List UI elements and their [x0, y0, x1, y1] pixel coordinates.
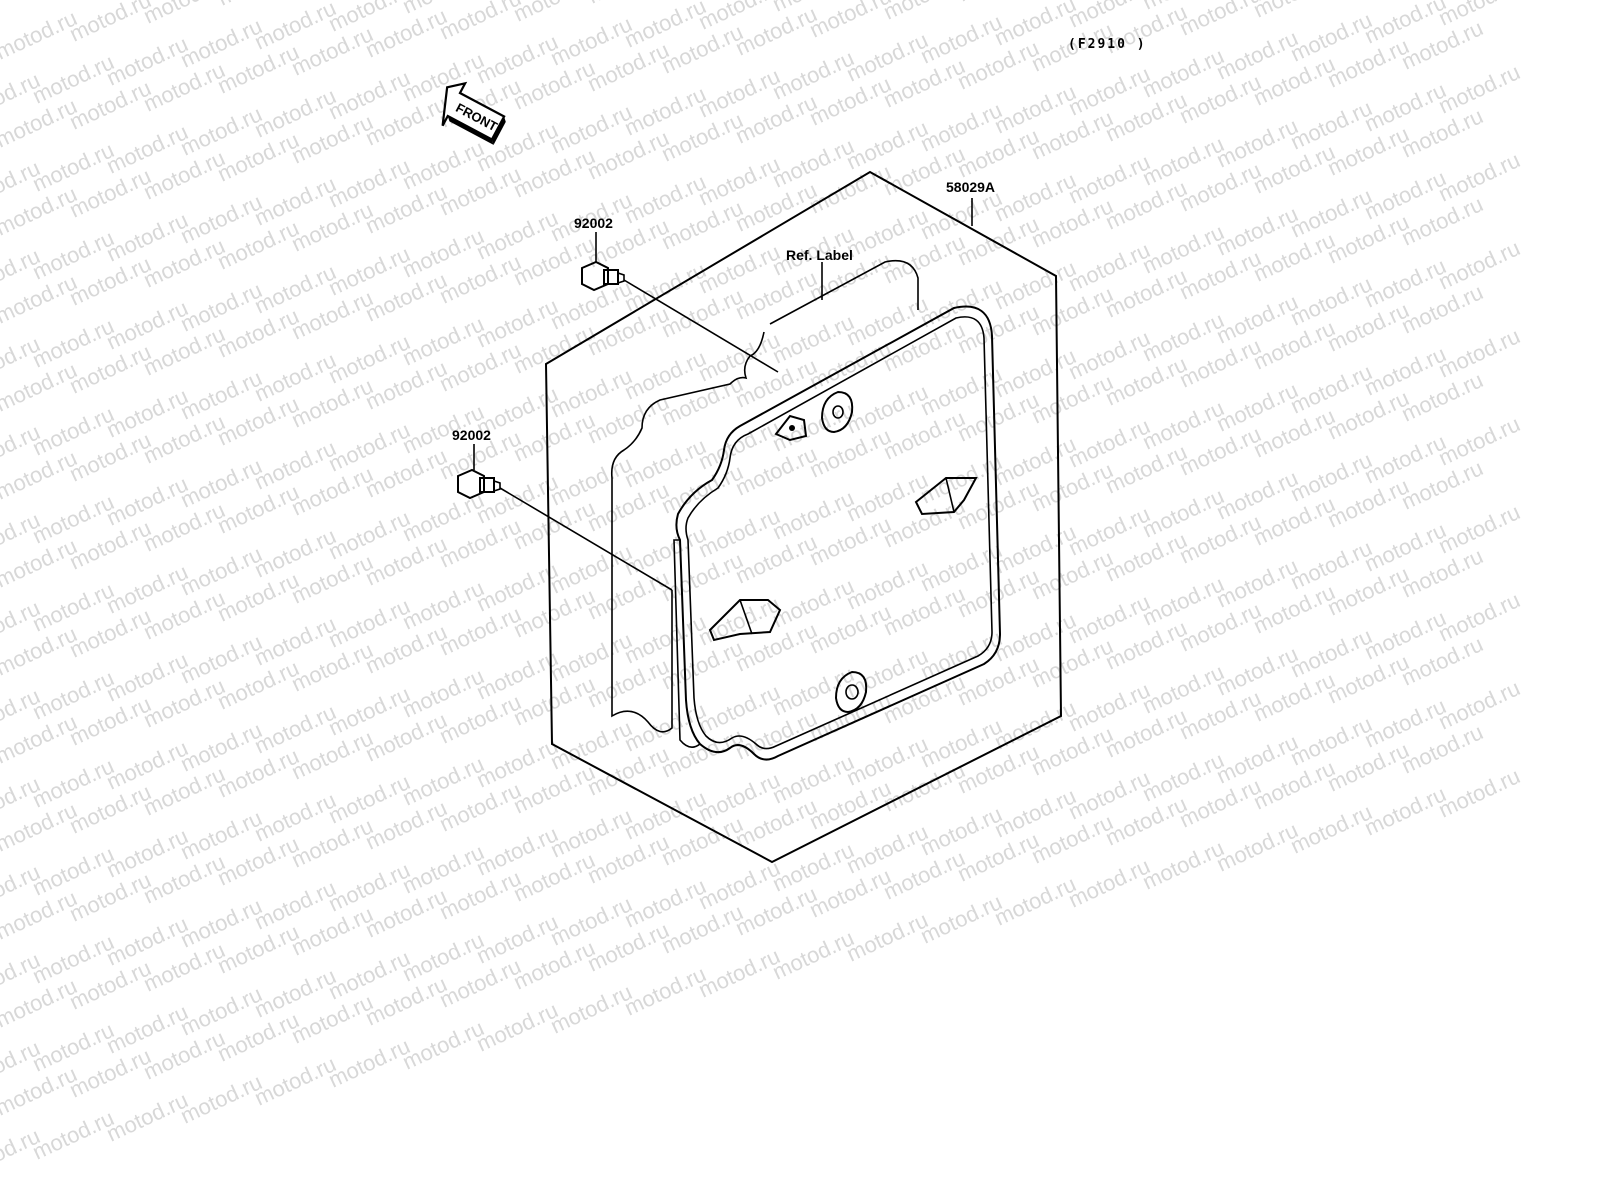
- watermark-text: motod.ru: [473, 997, 562, 1056]
- watermark-text: motod.ru: [1287, 799, 1376, 858]
- bolt-upper-icon: [581, 232, 779, 373]
- bolt-lower-icon: [457, 444, 673, 591]
- watermark-text: motod.ru: [251, 1051, 340, 1110]
- watermark-text: motod.ru: [584, 0, 673, 9]
- air-filter-element: [673, 305, 1002, 761]
- watermark-text: motod.ru: [917, 889, 1006, 948]
- watermark: motod.rumotod.rumotod.rumotod.rumotod.ru…: [0, 0, 1524, 1183]
- watermark-text: motod.ru: [695, 943, 784, 1002]
- watermark-text: motod.ru: [1361, 781, 1450, 840]
- watermark-text: motod.ru: [1435, 763, 1524, 822]
- watermark-text: motod.ru: [1139, 835, 1228, 894]
- watermark-text: motod.ru: [1250, 0, 1339, 23]
- watermark-text: motod.ru: [1213, 817, 1302, 876]
- watermark-text: motod.ru: [991, 871, 1080, 930]
- filter-clip-top: [774, 414, 808, 442]
- watermark-text: motod.ru: [843, 907, 932, 966]
- watermark-text: motod.ru: [177, 1069, 266, 1128]
- watermark-text: motod.ru: [399, 1015, 488, 1074]
- filter-tab-left: [708, 599, 782, 642]
- filter-boss-top: [820, 390, 854, 434]
- watermark-text: motod.ru: [29, 1105, 118, 1164]
- watermark-text: motod.ru: [547, 979, 636, 1038]
- watermark-text: motod.ru: [510, 0, 599, 27]
- filter-tab-right: [914, 477, 978, 516]
- callout-ref-label: Ref. Label: [786, 247, 853, 263]
- watermark-text: motod.ru: [1324, 0, 1413, 5]
- watermark-text: motod.ru: [880, 0, 969, 25]
- callout-58029A: 58029A: [946, 179, 995, 195]
- watermark-text: motod.ru: [325, 1033, 414, 1092]
- watermark-text: motod.ru: [0, 5, 81, 64]
- watermark-text: motod.ru: [103, 1087, 192, 1146]
- watermark-text: motod.ru: [0, 0, 44, 21]
- callout-92002-lower: 92002: [452, 427, 491, 443]
- figure-code: (F2910 ): [1068, 37, 1147, 52]
- watermark-text: motod.ru: [214, 0, 303, 11]
- watermark-text: motod.ru: [140, 0, 229, 29]
- ref-label-sheet: [610, 259, 919, 733]
- watermark-text: motod.ru: [1065, 853, 1154, 912]
- filter-boss-bottom: [834, 670, 868, 714]
- watermark-text: motod.ru: [621, 961, 710, 1020]
- callout-92002-upper: 92002: [574, 215, 613, 231]
- kit-outline: [544, 170, 1063, 864]
- watermark-text: motod.ru: [769, 925, 858, 984]
- watermark-text: motod.ru: [29, 0, 118, 3]
- watermark-text: motod.ru: [954, 0, 1043, 7]
